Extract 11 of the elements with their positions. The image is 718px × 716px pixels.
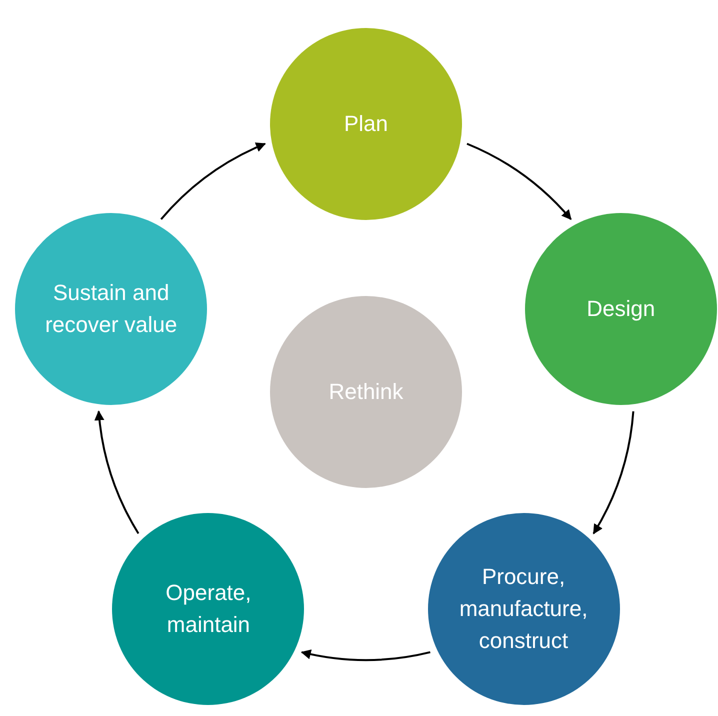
stage-label: Procure, manufacture, construct: [458, 562, 589, 655]
curved-arrow: [466, 142, 572, 220]
stage-label: Rethink: [328, 378, 404, 406]
stage-label: Operate, maintain: [164, 578, 252, 639]
curved-arrow: [300, 648, 430, 661]
stage-label: Sustain and recover value: [44, 279, 178, 340]
stage-label: Plan: [344, 110, 388, 138]
stage-label: Design: [586, 295, 656, 324]
curved-arrow: [94, 410, 140, 534]
curved-arrow: [592, 411, 634, 534]
curved-arrow: [160, 142, 266, 220]
